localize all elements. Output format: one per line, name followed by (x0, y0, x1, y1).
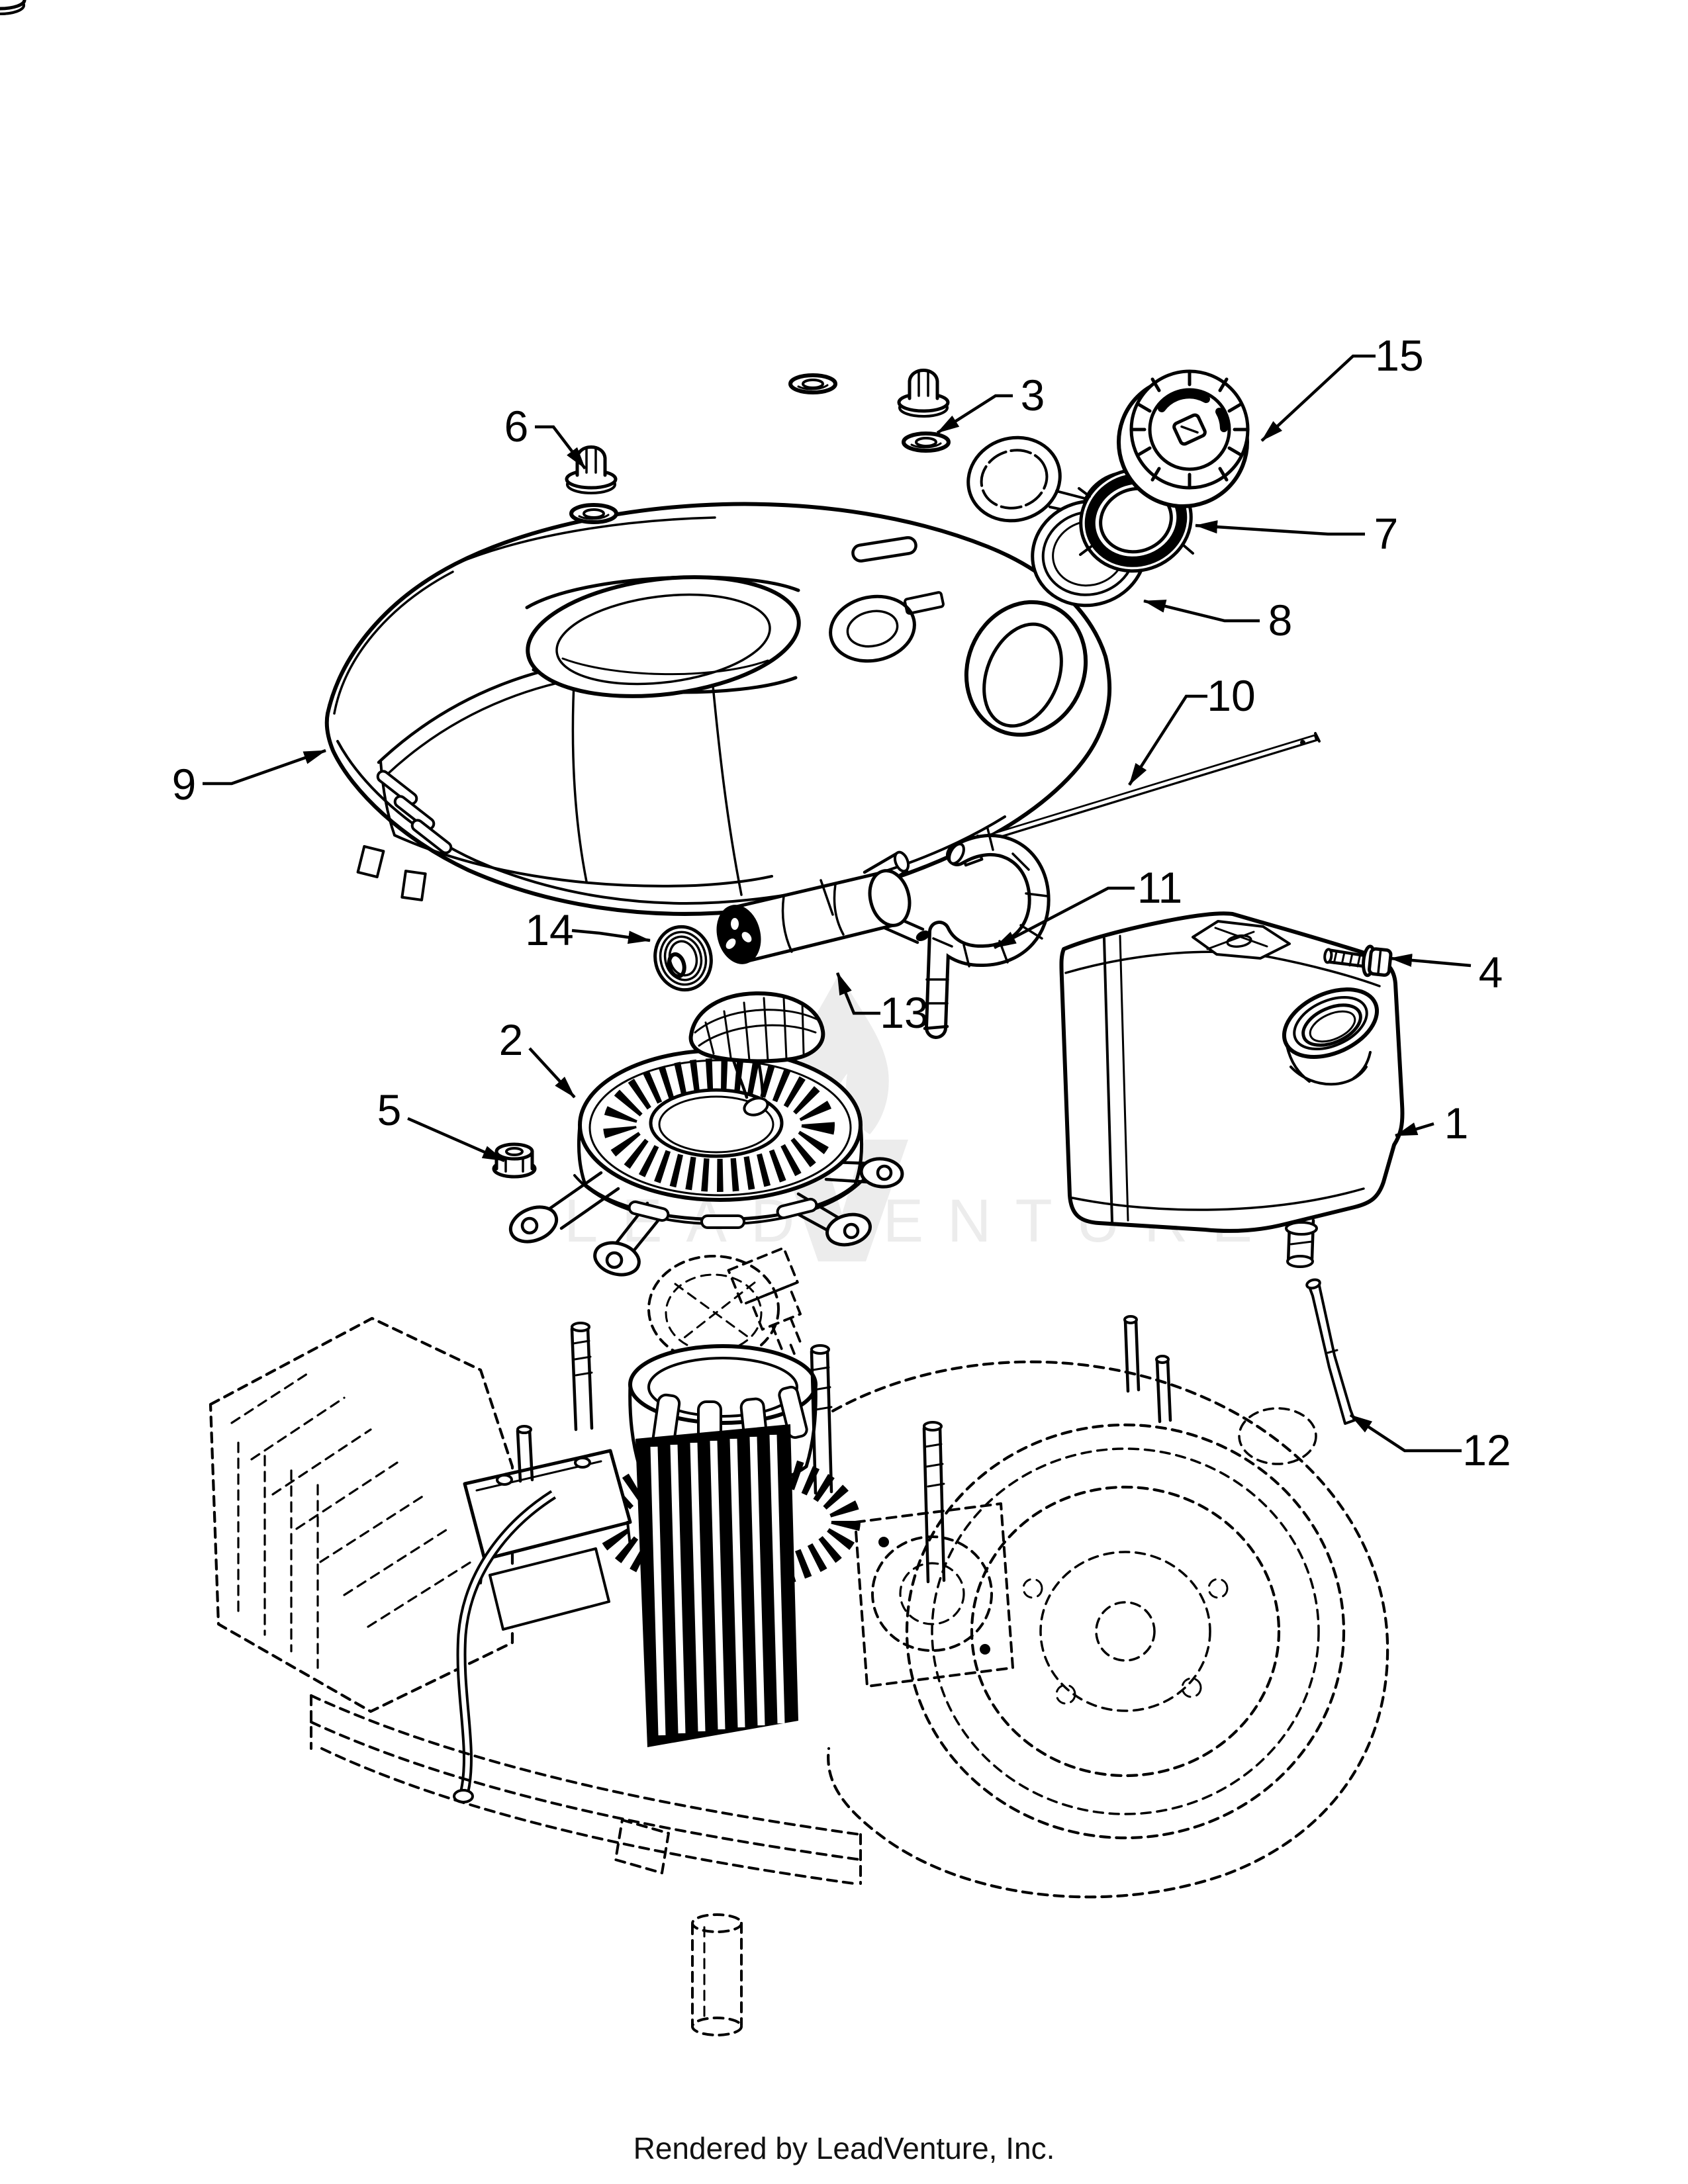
callout-14-label[interactable]: 14 (525, 905, 573, 954)
leader-line (1389, 954, 1472, 968)
callout-7[interactable]: 7 (1195, 509, 1399, 558)
callout-11[interactable]: 11 (993, 863, 1183, 949)
part-fuel-tank (1059, 911, 1405, 1268)
leader-line (835, 972, 880, 1015)
callout-7-label[interactable]: 7 (1374, 509, 1399, 558)
callout-3-label[interactable]: 3 (1021, 371, 1045, 420)
part-top-fasteners (0, 0, 949, 451)
callout-12[interactable]: 12 (1349, 1414, 1511, 1475)
callout-4-label[interactable]: 4 (1479, 948, 1503, 997)
leader-line (1128, 694, 1207, 786)
callout-15[interactable]: 15 (1260, 331, 1424, 442)
leader-line (1260, 354, 1376, 442)
callout-1[interactable]: 1 (1395, 1099, 1468, 1148)
callout-14[interactable]: 14 (525, 905, 651, 954)
leader-line (571, 929, 651, 944)
leader-line (528, 1047, 576, 1099)
leader-line (1143, 599, 1260, 623)
part-muffler (716, 850, 930, 964)
part-engine-block (209, 1246, 1389, 2036)
callout-1-label[interactable]: 1 (1444, 1099, 1469, 1148)
leader-line (993, 886, 1135, 949)
callout-4[interactable]: 4 (1389, 948, 1503, 997)
callout-12-label[interactable]: 12 (1462, 1426, 1511, 1475)
part-blower-housing (324, 502, 1112, 916)
callout-2-label[interactable]: 2 (499, 1015, 524, 1064)
callout-8-label[interactable]: 8 (1268, 596, 1293, 645)
footer-credit: Rendered by LeadVenture, Inc. (633, 2131, 1055, 2165)
part-dipstick (1305, 1278, 1356, 1425)
part-recoil-starter (508, 991, 904, 1277)
part-grommet (653, 925, 713, 992)
callout-11-label[interactable]: 11 (1137, 863, 1183, 912)
callout-10[interactable]: 10 (1128, 671, 1256, 786)
callout-10-label[interactable]: 10 (1207, 671, 1255, 720)
part-fuel-cap (1117, 369, 1250, 508)
callout-2[interactable]: 2 (499, 1015, 576, 1099)
callout-5-label[interactable]: 5 (377, 1085, 402, 1134)
callout-9-label[interactable]: 9 (172, 760, 197, 809)
callout-15-label[interactable]: 15 (1375, 331, 1423, 380)
callout-8[interactable]: 8 (1143, 596, 1293, 645)
callout-6-label[interactable]: 6 (504, 402, 529, 451)
parts-artwork (0, 0, 1405, 2036)
callout-3[interactable]: 3 (936, 371, 1045, 434)
leader-line (203, 749, 326, 786)
leader-line (407, 1116, 505, 1163)
callout-5[interactable]: 5 (377, 1085, 505, 1163)
leader-line (1349, 1414, 1462, 1453)
callout-13-label[interactable]: 13 (880, 988, 928, 1037)
leader-line (535, 425, 586, 470)
part-tank-bolt (1323, 944, 1393, 978)
callout-6[interactable]: 6 (504, 402, 586, 470)
callouts: 1 2 3 4 5 6 7 8 (172, 331, 1511, 1475)
part-shroud-bolt (567, 447, 616, 523)
callout-13[interactable]: 13 (835, 972, 929, 1037)
leader-line (1195, 520, 1365, 536)
callout-9[interactable]: 9 (172, 749, 326, 809)
leader-line (936, 394, 1013, 434)
leader-line (1395, 1122, 1434, 1138)
